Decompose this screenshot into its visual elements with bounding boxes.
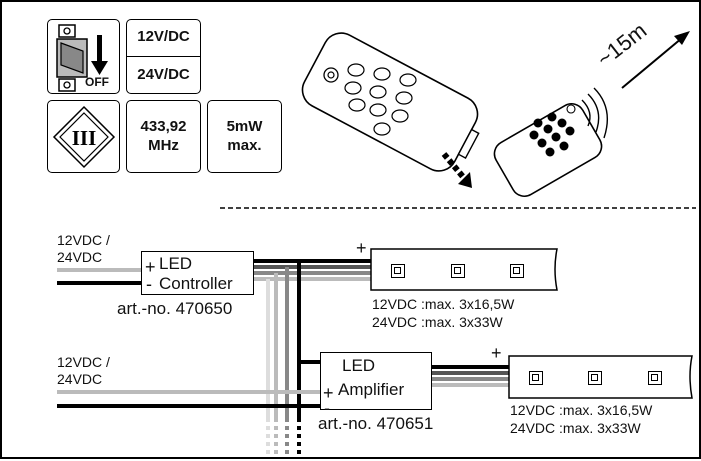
led-chip <box>529 371 543 385</box>
voltage-12v: 12V/DC <box>137 28 190 45</box>
amplifier-input-voltage-1: 12VDC / <box>57 354 110 370</box>
remote-button <box>369 103 387 117</box>
frequency-box: 433,92 MHz <box>126 100 201 173</box>
amplifier-input-voltage-2: 24VDC <box>57 371 103 387</box>
remote-small-buttons <box>529 104 576 157</box>
controller-plus: + <box>145 257 156 277</box>
protection-class-iii-icon: III <box>52 105 115 168</box>
remote-button <box>347 63 365 77</box>
remote-button <box>391 109 409 123</box>
protection-class-label: III <box>71 126 96 150</box>
led-controller-box <box>141 251 254 295</box>
led-chip <box>510 264 524 278</box>
led-chip <box>588 371 602 385</box>
remote-button <box>369 85 387 99</box>
voltage-divider <box>127 55 200 58</box>
controller-name-2: Controller <box>159 274 233 293</box>
controller-input-voltage-1: 12VDC / <box>57 232 110 248</box>
frequency-value: 433,92 <box>140 117 187 135</box>
led-amplifier-box <box>320 352 432 410</box>
protection-class-icon-box: III <box>47 100 120 173</box>
amplifier-article-number: art.-no. 470651 <box>318 414 434 433</box>
strip1-spec-24vdc: 24VDC :max. 3x33W <box>372 314 503 330</box>
strip2-plus: + <box>491 343 502 363</box>
remote-button <box>395 91 413 105</box>
rocker-switch-icon <box>55 23 108 92</box>
range-label: ~15m <box>592 17 652 72</box>
power-value: 5mW <box>226 117 263 135</box>
amplifier-name-1: LED <box>342 356 376 375</box>
led-chip <box>451 264 465 278</box>
voltage-24v: 24V/DC <box>137 66 190 84</box>
remote-power-button <box>323 67 339 83</box>
strip2-spec-24vdc: 24VDC :max. 3x33W <box>510 420 641 436</box>
amplifier-plus: + <box>323 383 334 403</box>
controller-input-voltage-2: 24VDC <box>57 249 103 265</box>
power-box: 5mW max. <box>207 100 282 173</box>
controller-article-number: art.-no. 470650 <box>117 299 233 318</box>
led-chip <box>648 371 662 385</box>
controller-name-1: LED <box>159 254 193 273</box>
remote-button <box>344 81 362 95</box>
amplifier-minus: - <box>324 398 330 418</box>
amplifier-name-2: Amplifier <box>338 380 405 399</box>
strip2-spec-12vdc: 12VDC :max. 3x16,5W <box>510 402 653 418</box>
strip1-plus: + <box>356 238 367 258</box>
power-max: max. <box>227 136 262 154</box>
frequency-unit: MHz <box>148 136 179 154</box>
led-chip <box>391 264 405 278</box>
voltage-box: 12V/DC 24V/DC <box>126 19 201 94</box>
switch-off-label: OFF <box>85 75 109 89</box>
remote-button <box>373 122 391 136</box>
strip1-spec-12vdc: 12VDC :max. 3x16,5W <box>372 296 515 312</box>
rocker-switch-icon-box <box>47 19 120 94</box>
remote-button <box>399 73 417 87</box>
controller-minus: - <box>146 274 152 294</box>
remote-button <box>348 98 366 112</box>
remote-button <box>373 67 391 81</box>
